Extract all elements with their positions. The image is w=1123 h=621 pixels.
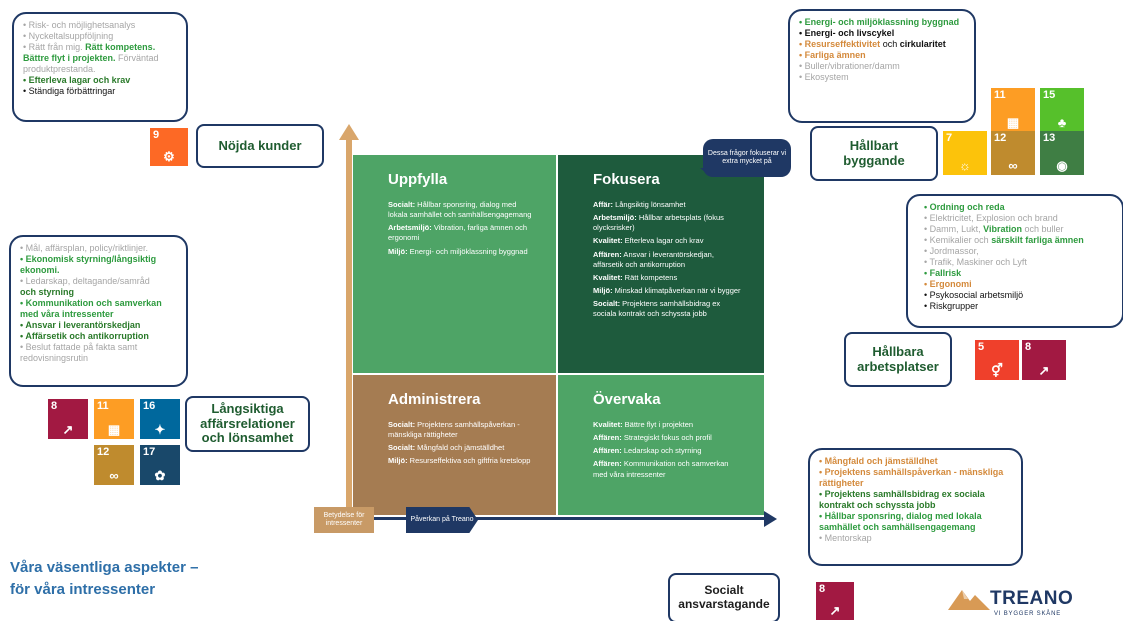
note-socialt: • Mångfald och jämställdhet • Projektens…: [808, 448, 1023, 566]
label-langsiktiga: Långsiktiga affärsrelationer och lönsamh…: [185, 396, 310, 452]
sdg-7-icon: 7☼: [943, 131, 987, 175]
quadrant-title: Fokusera: [593, 171, 660, 188]
note-line: • Ständiga förbättringar: [23, 85, 116, 96]
note-kundnytta: • Risk- och möjlighetsanalys • Nyckeltal…: [12, 12, 188, 122]
x-axis-label: Påverkan på Treano: [406, 507, 478, 533]
quadrant-item: Miljö: Minskad klimatpåverkan när vi byg…: [593, 285, 741, 295]
sdg-8-icon: 8↗: [48, 399, 88, 439]
quadrant-item: Socialt: Projektens samhällspåverkan - m…: [388, 420, 520, 440]
note-affarer: • Mål, affärsplan, policy/riktlinjer. • …: [9, 235, 188, 387]
quadrant-item: Arbetsmiljö: Hållbar arbetsplats (fokus …: [593, 213, 724, 233]
quadrant-item: Kvalitet: Rätt kompetens: [593, 272, 678, 282]
quadrant-item: Affären: Ledarskap och styrning: [593, 446, 702, 456]
sdg-16-icon: 16✦: [140, 399, 180, 439]
logo-mountain-icon: [948, 590, 990, 610]
quadrant-administrera: Administrera Socialt: Projektens samhäll…: [353, 375, 556, 515]
quadrant-item: Affär: Långsiktig lönsamhet: [593, 200, 686, 209]
sdg-9-icon: 9⚙: [150, 128, 188, 166]
quadrant-item: Affären: Strategiskt fokus och profil: [593, 433, 712, 443]
x-axis-arrow-icon: [764, 511, 777, 527]
quadrant-title: Uppfylla: [388, 171, 448, 188]
sdg-8-icon: 8↗: [816, 582, 854, 620]
page-title: Våra väsentliga aspekter – för våra intr…: [10, 559, 199, 598]
y-axis-arrow-icon: [339, 124, 359, 140]
y-axis-label: Betydelse för intressenter: [314, 507, 374, 533]
quadrant-item: Socialt: Hållbar sponsring, dialog med l…: [388, 200, 532, 220]
callout-focus: Dessa frågor fokuserar vi extra mycket p…: [703, 139, 791, 177]
note-line: • Risk- och möjlighetsanalys: [23, 20, 136, 30]
quadrant-item: Affären: Ansvar i leverantörskedjan, aff…: [593, 249, 714, 269]
sdg-12-icon: 12∞: [94, 445, 134, 485]
sdg-13-icon: 13◉: [1040, 131, 1084, 175]
sdg-17-icon: 17✿: [140, 445, 180, 485]
sdg-11-icon: 11▦: [94, 399, 134, 439]
quadrant-item: Kvalitet: Bättre flyt i projekten: [593, 420, 694, 429]
note-line: • Rätt från mig. Rätt kompetens. Bättre …: [23, 41, 159, 74]
label-socialt-ansvar: Socialt ansvarstagande: [668, 573, 780, 621]
note-hallbart-byggande: • Energi- och miljöklassning byggnad • E…: [788, 9, 976, 123]
quadrant-item: Miljö: Energi- och miljöklassning byggna…: [388, 246, 528, 256]
quadrant-item: Affären: Kommunikation och samverkan med…: [593, 459, 729, 479]
sdg-12-icon: 12∞: [991, 131, 1035, 175]
label-nojda-kunder: Nöjda kunder: [196, 124, 324, 168]
quadrant-item: Arbetsmiljö: Vibration, farliga ämnen oc…: [388, 223, 528, 243]
note-line: • Efterleva lagar och krav: [23, 74, 131, 85]
sdg-11-icon: 11▦: [991, 88, 1035, 132]
sdg-5-icon: 5⚥: [975, 340, 1019, 380]
quadrant-title: Administrera: [388, 391, 481, 408]
label-hallbara-arbetsplatser: Hållbara arbetsplatser: [844, 332, 952, 387]
quadrant-fokusera: Fokusera Affär: Långsiktig lönsamhet Arb…: [558, 155, 764, 373]
treano-logo: TREANO VI BYGGER SKÅNE: [948, 588, 1073, 617]
quadrant-item: Kvalitet: Efterleva lagar och krav: [593, 236, 704, 246]
sdg-8-icon: 8↗: [1022, 340, 1066, 380]
x-axis: [346, 517, 766, 520]
y-axis: [346, 140, 352, 532]
note-arbetsmiljo: • Ordning och reda • Elektricitet, Explo…: [906, 194, 1123, 328]
quadrant-item: Miljö: Resurseffektiva och giftfria kret…: [388, 456, 531, 466]
sdg-15-icon: 15♣: [1040, 88, 1084, 132]
quadrant-item: Socialt: Projektens samhällsbidrag ex so…: [593, 299, 721, 319]
quadrant-item: Socialt: Mångfald och jämställdhet: [388, 443, 505, 453]
quadrant-uppfylla: Uppfylla Socialt: Hållbar sponsring, dia…: [353, 155, 556, 373]
quadrant-title: Övervaka: [593, 391, 661, 408]
quadrant-overvaka: Övervaka Kvalitet: Bättre flyt i projekt…: [558, 375, 764, 515]
label-hallbart-byggande: Hållbart byggande: [810, 126, 938, 181]
note-line: • Nyckeltalsuppföljning: [23, 30, 114, 41]
